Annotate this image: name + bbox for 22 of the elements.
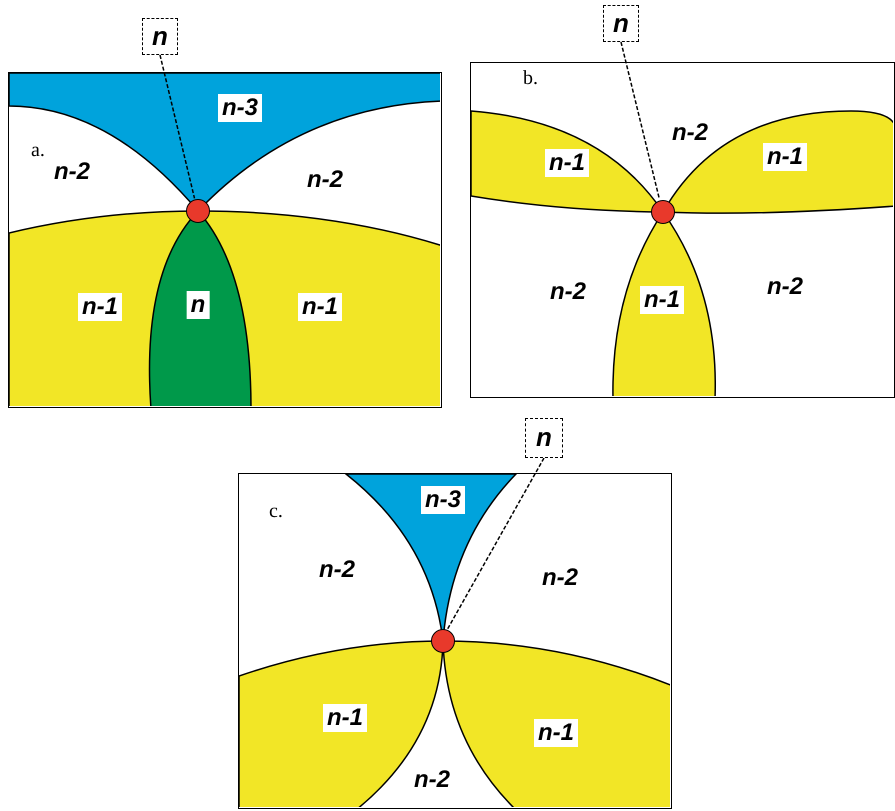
- callout-label: n: [603, 5, 639, 42]
- point-marker: [431, 629, 455, 653]
- callout-label: n: [142, 18, 178, 55]
- leader-line: [620, 42, 660, 200]
- region-label: n-1: [545, 149, 589, 177]
- panel-frame: [470, 62, 895, 398]
- region-label: n-1: [640, 286, 684, 314]
- region-label: n-1: [78, 293, 122, 321]
- panel-letter: b.: [523, 67, 538, 90]
- callout-label: n: [525, 418, 563, 458]
- region-label: n: [186, 291, 210, 319]
- region-label: n-3: [421, 486, 465, 514]
- panel-letter: c.: [269, 500, 283, 523]
- region-label: n-3: [218, 94, 262, 122]
- panel-letter: a.: [31, 139, 45, 162]
- region-label: n-1: [763, 143, 807, 171]
- region-label: n-1: [298, 293, 342, 321]
- region-label: n-1: [323, 704, 367, 732]
- leader-line: [159, 54, 196, 198]
- point-marker: [651, 200, 675, 224]
- region-label: n-1: [534, 719, 578, 747]
- leader-line: [446, 458, 545, 630]
